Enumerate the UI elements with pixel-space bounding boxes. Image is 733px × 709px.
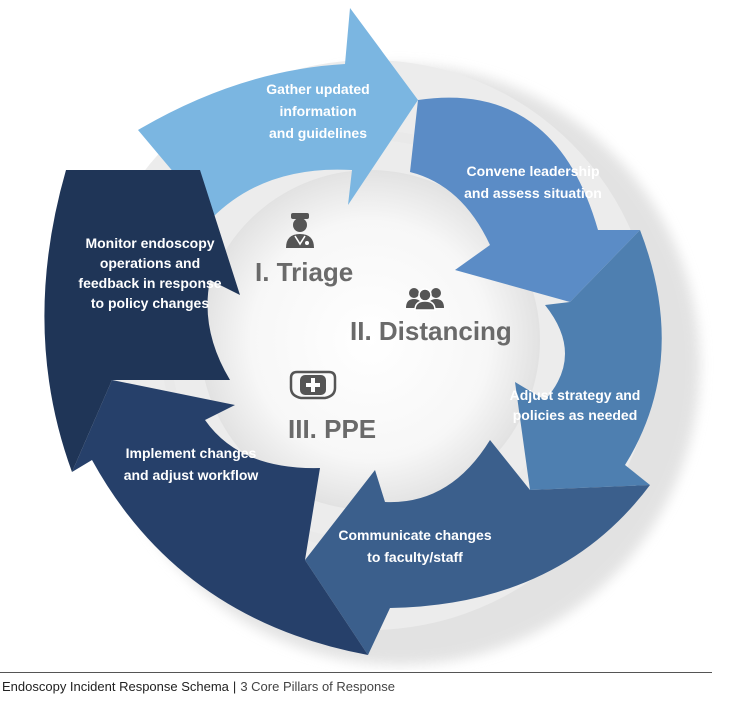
step-arrow-adjust	[515, 230, 662, 490]
step-arrow-implement	[72, 380, 368, 655]
pillar-distancing: II. Distancing	[350, 288, 512, 346]
step-line: Convene leadership	[466, 163, 599, 179]
face-mask-icon	[289, 370, 337, 400]
step-line: feedback in response	[78, 275, 221, 291]
pillar-label: II. Distancing	[350, 316, 512, 346]
step-arrow-gather	[138, 8, 418, 218]
pillar-ppe: III. PPE	[288, 370, 376, 444]
step-line: Monitor endoscopy	[85, 235, 214, 251]
figure-caption: Endoscopy Incident Response Schema|3 Cor…	[0, 670, 733, 709]
doctor-icon	[286, 213, 314, 248]
caption-divider	[0, 672, 712, 673]
caption-separator: |	[232, 679, 237, 694]
step-text-gather: Gather updated information and guidelines	[266, 81, 369, 141]
step-line: to policy changes	[91, 295, 209, 311]
step-line: to faculty/staff	[367, 549, 463, 565]
pillar-triage: I. Triage	[255, 213, 353, 287]
step-text-convene: Convene leadership and assess situation	[464, 163, 602, 201]
caption-text: Endoscopy Incident Response Schema|3 Cor…	[2, 679, 395, 694]
step-line: policies as needed	[513, 407, 638, 423]
step-line: and assess situation	[464, 185, 602, 201]
step-arrow-communicate	[305, 440, 650, 655]
caption-title: Endoscopy Incident Response Schema	[2, 679, 229, 694]
step-text-monitor: Monitor endoscopy operations and feedback …	[78, 235, 221, 311]
step-text-communicate: Communicate changes to faculty/staff	[338, 527, 491, 565]
pillar-label: I. Triage	[255, 257, 353, 287]
step-line: information	[280, 103, 357, 119]
step-line: and guidelines	[269, 125, 367, 141]
caption-subtitle: 3 Core Pillars of Response	[240, 679, 395, 694]
step-line: Communicate changes	[338, 527, 491, 543]
step-arrow-convene	[410, 97, 640, 302]
pillar-label: III. PPE	[288, 414, 376, 444]
step-arrow-monitor	[44, 170, 240, 472]
step-text-adjust: Adjust strategy and policies as needed	[510, 387, 641, 423]
step-line: Gather updated	[266, 81, 369, 97]
step-text-implement: Implement changes and adjust workflow	[124, 445, 259, 483]
step-line: Adjust strategy and	[510, 387, 641, 403]
step-line: Implement changes	[126, 445, 257, 461]
step-line: operations and	[100, 255, 200, 271]
step-line: and adjust workflow	[124, 467, 259, 483]
people-group-icon	[406, 288, 444, 311]
